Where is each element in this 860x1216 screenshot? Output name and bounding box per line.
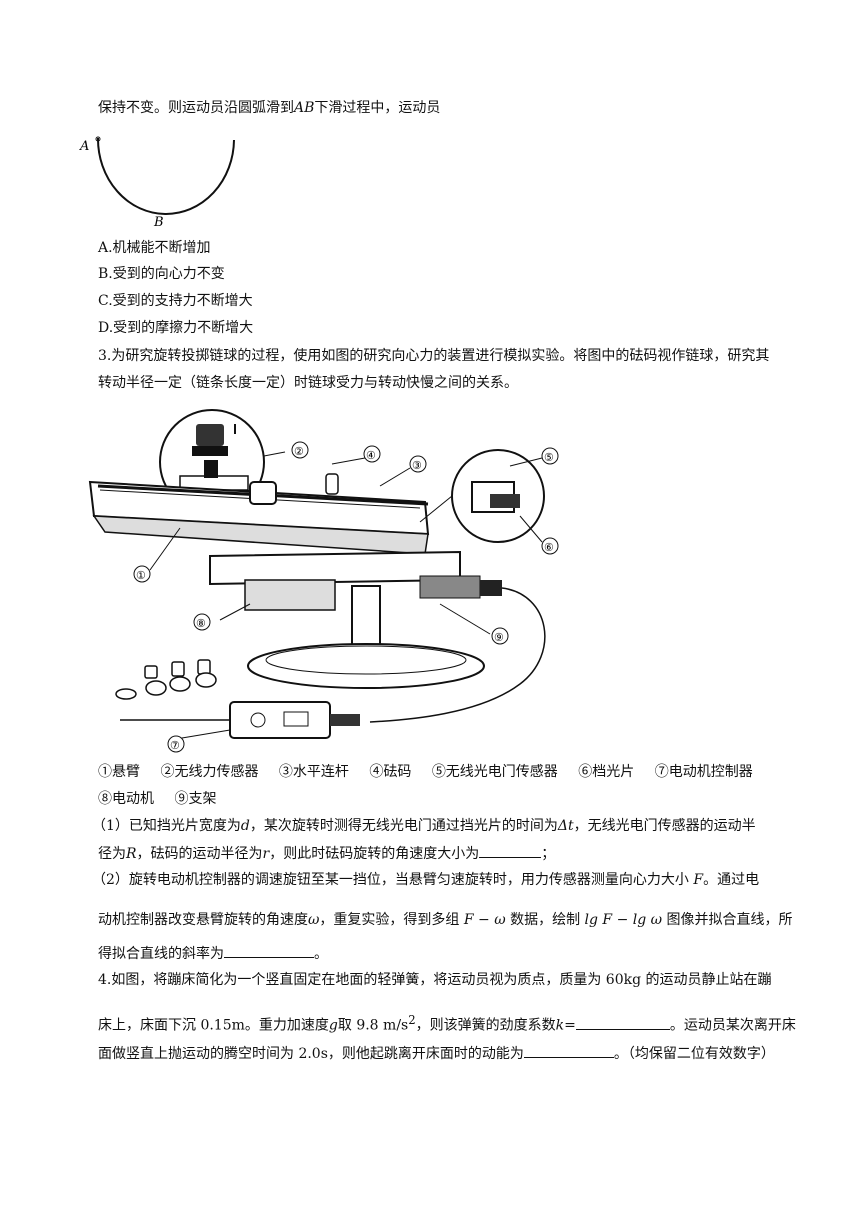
- legend-item-8: ⑧电动机: [98, 791, 154, 807]
- answer-blank-1[interactable]: [479, 843, 542, 858]
- weight: [249, 481, 277, 505]
- callout-6: ⑥: [544, 541, 554, 554]
- inset-weight: [196, 424, 224, 446]
- q3-sub2-line1: （2）旋转电动机控制器的调速旋钮至某一挡位，当悬臂匀速旋转时，用力传感器测量向心…: [92, 872, 760, 888]
- legend-row-2: ⑧电动机 ⑨支架: [98, 789, 232, 809]
- callout-9: ⑨: [494, 631, 504, 644]
- callout-5: ⑤: [544, 451, 554, 464]
- callout-4: ④: [366, 449, 376, 462]
- legend-item-7: ⑦电动机控制器: [654, 764, 753, 780]
- legend-item-9: ⑨支架: [174, 791, 217, 807]
- q4-line3: 面做竖直上抛运动的腾空时间为 2.0s，则他起跳离开床面时的动能为。（均保留二位…: [98, 1043, 775, 1064]
- answer-blank-2[interactable]: [224, 943, 314, 958]
- callout-8: ⑧: [196, 617, 206, 630]
- stand-post: [351, 585, 381, 655]
- motor: [244, 579, 336, 611]
- q3-sub1-line1: （1）已知挡光片宽度为d，某次旋转时测得无线光电门通过挡光片的时间为Δt，无线光…: [92, 818, 756, 834]
- q3-sub1-line2: 径为R，砝码的运动半径为r，则此时砝码旋转的角速度大小为；: [98, 843, 555, 864]
- legend-item-3: ③水平连杆: [278, 764, 349, 780]
- arc-track: [96, 137, 235, 215]
- apparatus-figure: ② ④ ③ ⑤ ⑥ ①: [88, 409, 559, 753]
- q4-line1: 4.如图，将蹦床简化为一个竖直固定在地面的轻弹簧，将运动员视为质点，质量为 60…: [98, 972, 772, 988]
- answer-blank-3[interactable]: [575, 1015, 670, 1030]
- option-d: D.受到的摩擦力不断增大: [98, 320, 254, 336]
- q3-line1: 3.为研究旋转投掷链球的过程，使用如图的研究向心力的装置进行模拟实验。将图中的砝…: [98, 348, 770, 364]
- option-b: B.受到的向心力不变: [98, 266, 225, 282]
- legend-item-1: ①悬臂: [98, 764, 140, 780]
- spare-weights: [115, 659, 217, 700]
- legend-item-2: ②无线力传感器: [160, 764, 259, 780]
- label-a: A: [79, 139, 89, 154]
- q3-line2: 转动半径一定（链条长度一定）时链球受力与转动快慢之间的关系。: [98, 375, 518, 391]
- cable: [369, 587, 546, 723]
- option-a: A.机械能不断增加: [98, 240, 211, 256]
- q3-sub2-line3: 得拟合直线的斜率为。: [98, 943, 328, 964]
- callout-1: ①: [136, 569, 146, 582]
- start-point: [95, 136, 101, 142]
- legend-item-5: ⑤无线光电门传感器: [431, 764, 558, 780]
- callout-2: ②: [294, 445, 304, 458]
- answer-blank-4[interactable]: [523, 1043, 614, 1058]
- legend-item-6: ⑥档光片: [578, 764, 635, 780]
- intro-line: 保持不变。则运动员沿圆弧滑到AB下滑过程中，运动员: [98, 100, 441, 116]
- stand-base: [247, 643, 485, 689]
- legend-item-4: ④砝码: [369, 764, 412, 780]
- arc-figure: A B: [79, 136, 235, 230]
- q4-line2: 床上，床面下沉 0.15m。重力加速度g取 9.8 m/s2，则该弹簧的劲度系数…: [98, 1013, 796, 1034]
- callout-3: ③: [412, 459, 422, 472]
- option-c: C.受到的支持力不断增大: [98, 293, 253, 309]
- q3-sub2-line2: 动机控制器改变悬臂旋转的角速度ω，重复实验，得到多组 F − ω 数据，绘制 l…: [98, 912, 793, 928]
- legend-row-1: ①悬臂 ②无线力传感器 ③水平连杆 ④砝码 ⑤无线光电门传感器 ⑥档光片 ⑦电动…: [98, 762, 769, 782]
- motor-controller: [229, 701, 331, 739]
- label-b: B: [153, 215, 164, 230]
- callout-7: ⑦: [170, 739, 180, 752]
